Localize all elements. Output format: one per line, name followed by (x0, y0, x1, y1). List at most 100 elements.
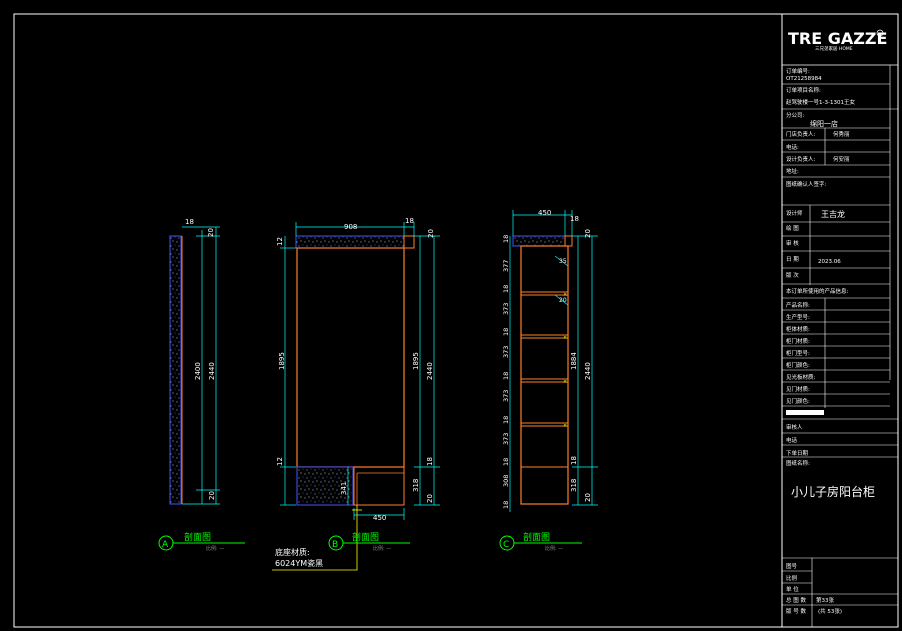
section-c-view: ×××× 450 18 20 35 20 1837718373183731837… (502, 209, 598, 512)
section-marker-b: B (332, 540, 338, 550)
distributor-label: 分公司: (786, 111, 805, 119)
drafter-label: 绘 图 (786, 224, 799, 232)
product-rows: 产品名称:生产型号:柜体材质:柜门材质:柜门型号:柜门颜色:见光板材质:见门材质… (782, 301, 890, 407)
project-value: 赵驾驶楼一号1-3-1301王女 (786, 98, 855, 106)
section-b-cabinet (296, 247, 405, 468)
designer-label: 设计师 (786, 209, 803, 217)
designer-owner-value: 何安丽 (833, 155, 850, 163)
section-marker-c: C (503, 540, 509, 550)
drawing-name-value: 小儿子房阳台柜 (791, 484, 875, 499)
product-row-label: 见门材质: (786, 385, 810, 393)
dim-c-left: 18 (502, 458, 510, 466)
section-title-b: 剖面图 (352, 531, 379, 543)
dim-c-base-b: 20 (584, 493, 592, 502)
section-a-view: 18 20 2400 2440 20 (169, 218, 220, 505)
section-c-cabinet (520, 245, 569, 505)
product-row-label: 柜体材质: (786, 325, 810, 333)
designer-value: 王吉龙 (821, 209, 845, 219)
shelf (520, 334, 569, 339)
section-scale-a: 比例: — (206, 545, 224, 552)
distributor-value: 绵阳一店 (810, 119, 838, 128)
dim-c-left: 377 (502, 260, 510, 272)
sheet-total-label: 版 号 数 (786, 607, 806, 615)
sheet-label: 总 图 数 (786, 596, 806, 604)
shelf-pin-icon: × (563, 423, 567, 429)
dim-b-cap: 20 (427, 229, 435, 238)
checker-label: 审 核 (786, 239, 799, 247)
dim-b-total: 2440 (426, 362, 434, 380)
title-block: TRE GAZZE 三兄弟家居 HOME 订单编号: OT21258984 订单… (782, 29, 898, 627)
shelf (520, 422, 569, 427)
dim-c-left: 308 (502, 475, 510, 487)
dim-c-left: 18 (502, 372, 510, 380)
date-label: 日 期 (786, 256, 799, 263)
callout-line1: 底座材质: (275, 547, 310, 557)
dim-c-right-main: 1884 (570, 352, 578, 370)
remark-label: 图号 (786, 562, 798, 570)
scale-label: 比例 (786, 574, 798, 582)
section-title-c: 剖面图 (523, 531, 550, 543)
dim-a-main: 2400 (194, 362, 202, 380)
dim-c-left: 18 (502, 328, 510, 336)
dim-a-total: 2440 (208, 362, 216, 380)
order-no-value: OT21258984 (786, 76, 822, 82)
dim-b-base2: 20 (426, 494, 434, 503)
title-block-frame (781, 13, 899, 628)
dim-a-base: 20 (208, 491, 216, 500)
order-date-label: 下单日期 (786, 449, 809, 457)
address-label: 地址: (786, 167, 799, 175)
product-row-label: 柜门颜色: (786, 361, 810, 369)
shelf-pin-icon: × (563, 335, 567, 341)
shelf-pin-icon: × (563, 292, 567, 298)
dim-c-left: 373 (502, 433, 510, 445)
dim-c-total: 2440 (584, 362, 592, 380)
section-label-b: B 剖面图 比例: — (328, 531, 410, 552)
order-no-label: 订单编号: (786, 67, 810, 75)
unit-label: 单 位 (786, 585, 799, 593)
phone-label: 电话: (786, 143, 799, 151)
dim-b-left-main: 1895 (278, 352, 286, 370)
version-label: 版 次 (786, 271, 799, 279)
store-owner-label: 门店负责人: (786, 130, 816, 138)
store-owner-value: 何秀丽 (833, 130, 850, 138)
dim-b-base-right: 318 (412, 479, 420, 492)
registered-icon (876, 29, 884, 37)
dim-c-top-width: 450 (538, 209, 551, 217)
product-row-label: 见光板材质: (786, 373, 816, 381)
dim-b-top-right: 18 (405, 217, 414, 225)
dim-c-right-small: 18 (570, 456, 578, 465)
sheet-total-value: (共 53张) (818, 607, 842, 615)
section-b-view: 908 18 20 12 1895 12 1895 2440 18 318 34… (276, 217, 440, 522)
dim-b-left-bottom: 12 (276, 457, 284, 466)
dim-a-cap: 20 (207, 228, 215, 237)
dim-c-left: 18 (502, 501, 510, 509)
dim-c-left: 373 (502, 303, 510, 315)
reviewer-label: 审核人 (786, 423, 803, 431)
filled-bar (786, 410, 824, 415)
dim-c-base-a: 318 (570, 479, 578, 492)
dim-c-shelf-b: 20 (559, 297, 567, 304)
dim-b-left-top: 12 (276, 237, 284, 246)
section-labels: A 剖面图 比例: — B 剖面图 比例: — C 剖面图 比例: — (158, 531, 582, 552)
product-row-label: 生产型号: (786, 313, 810, 321)
shelf (520, 378, 569, 383)
dim-b-right-main: 1895 (412, 352, 420, 370)
section-b-top-panel (295, 235, 405, 249)
dim-c-left: 18 (502, 416, 510, 424)
dim-c-top-right: 18 (570, 215, 579, 223)
product-row-label: 柜门材质: (786, 337, 810, 345)
dim-b-top-width: 908 (344, 223, 357, 231)
drawing-name-label: 图纸名称: (786, 459, 810, 467)
dim-b-base-left: 341 (340, 482, 348, 495)
logo-subtitle: 三兄弟家居 HOME (815, 45, 853, 52)
section-marker-a: A (162, 540, 169, 550)
section-title-a: 剖面图 (184, 531, 211, 543)
material-callout: 底座材质: 6024YM瓷黑 (272, 505, 362, 571)
dim-c-left: 18 (502, 285, 510, 293)
dim-b-right-bottom: 18 (426, 457, 434, 466)
section-scale-b: 比例: — (373, 545, 391, 552)
product-row-label: 柜门型号: (786, 349, 810, 357)
section-b-base (296, 466, 354, 506)
